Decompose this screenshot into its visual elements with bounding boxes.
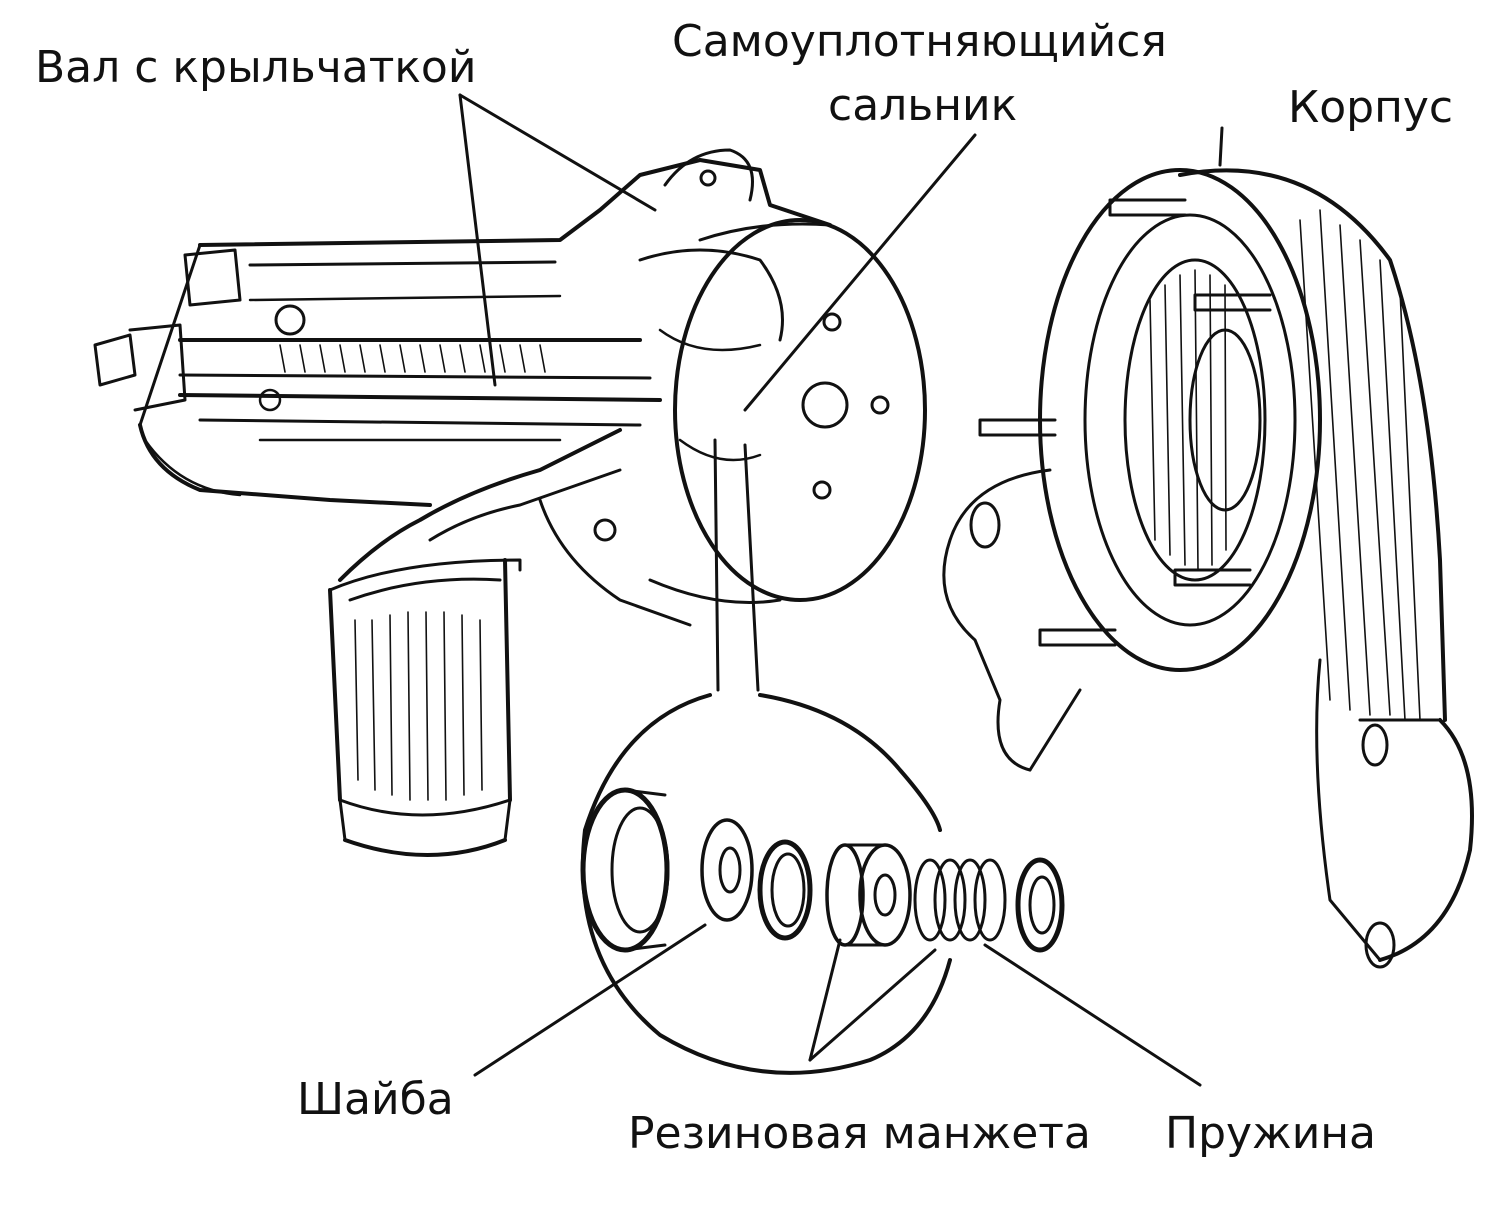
label-spring: Пружина <box>1165 1108 1377 1159</box>
label-self-sealing-gland-line2: сальник <box>828 80 1018 131</box>
pump-assembly <box>93 148 927 857</box>
label-rubber-cuff: Резиновая манжета <box>628 1108 1091 1159</box>
seal-parts <box>580 787 1065 953</box>
label-shaft-with-impeller: Вал с крыльчаткой <box>35 42 477 93</box>
seal-detail-circle <box>580 438 952 1075</box>
label-housing: Корпус <box>1288 82 1454 133</box>
housing-part <box>942 126 1474 969</box>
label-self-sealing-gland-line1: Самоуплотняющийся <box>672 16 1167 67</box>
label-washer: Шайба <box>297 1074 454 1125</box>
leader-lines <box>458 93 1202 1087</box>
